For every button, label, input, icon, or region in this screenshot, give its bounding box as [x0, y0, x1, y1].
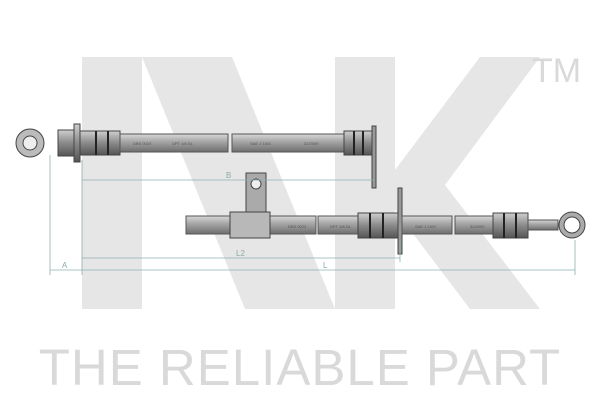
hose-marking: DBS 0023 [133, 141, 152, 146]
hose-marking: DBS 0023 [288, 224, 307, 229]
dimension-l-label: L [323, 261, 328, 270]
dimension-b-label: B [226, 171, 231, 180]
hose-marking: SAE J 1401 [415, 224, 437, 229]
dimension-l2-label: L2 [236, 249, 245, 258]
hose-marking: DPT 1/8 DL [172, 141, 194, 146]
trademark-symbol: TM [532, 52, 582, 90]
dimension-a-label: A [62, 261, 68, 270]
hose-marking: SAE J 1401 [250, 141, 272, 146]
hose-marking: 32/2009 [304, 141, 319, 146]
lower-hose: DBS 0023 DPT 1/8 DL SAE J 1401 32/2009 [185, 187, 586, 255]
hose-marking: 32/2009 [470, 224, 485, 229]
slogan: THE RELIABLE PART [38, 339, 562, 396]
hose-marking: DPT 1/8 DL [330, 224, 352, 229]
upper-hose: DBS 0023 DPT 1/8 DL SAE J 1401 32/2009 [15, 123, 377, 214]
dimension-lines [49, 155, 576, 275]
